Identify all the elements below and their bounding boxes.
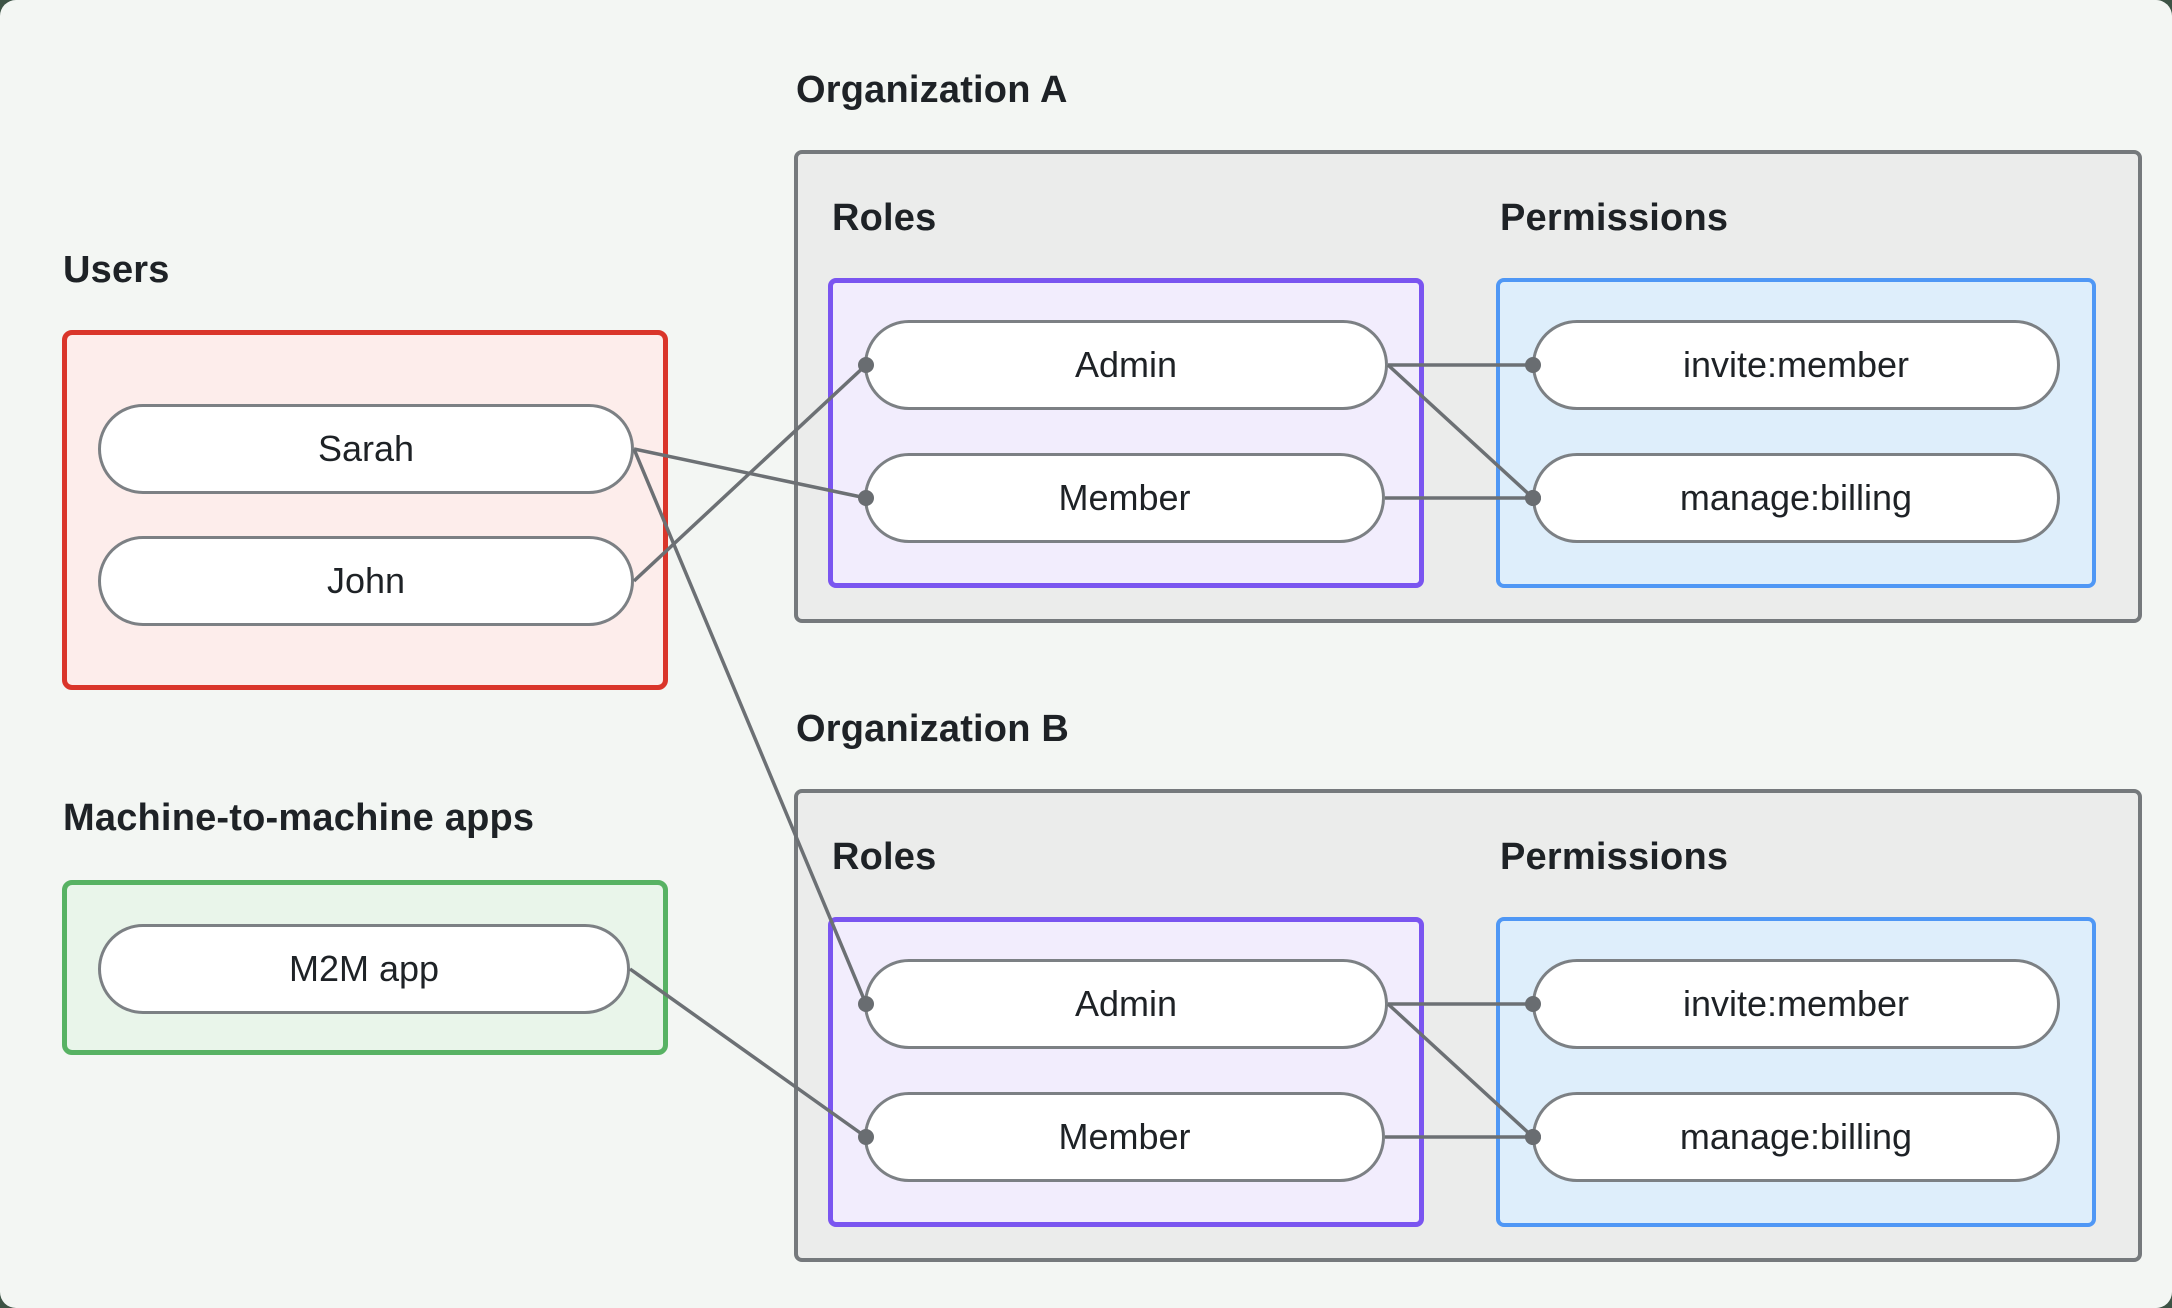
node-sarah: Sarah [98, 404, 634, 494]
org-b-title: Organization B [796, 708, 1070, 750]
node-org-b-admin: Admin [864, 959, 1388, 1049]
node-org-b-member: Member [864, 1092, 1385, 1182]
org-a-permissions-heading: Permissions [1500, 197, 1729, 239]
node-org-a-admin: Admin [864, 320, 1388, 410]
org-a-roles-heading: Roles [832, 197, 937, 239]
node-org-a-manage-billing: manage:billing [1532, 453, 2060, 543]
node-org-a-member: Member [864, 453, 1385, 543]
node-org-a-invite-member: invite:member [1532, 320, 2060, 410]
node-m2m-app: M2M app [98, 924, 630, 1014]
node-org-b-manage-billing: manage:billing [1532, 1092, 2060, 1182]
m2m-label: Machine-to-machine apps [63, 797, 535, 839]
org-b-permissions-heading: Permissions [1500, 836, 1729, 878]
node-org-b-invite-member: invite:member [1532, 959, 2060, 1049]
users-label: Users [63, 249, 170, 291]
node-john: John [98, 536, 634, 626]
org-b-roles-heading: Roles [832, 836, 937, 878]
users-group-box [62, 330, 668, 690]
org-a-title: Organization A [796, 69, 1068, 111]
